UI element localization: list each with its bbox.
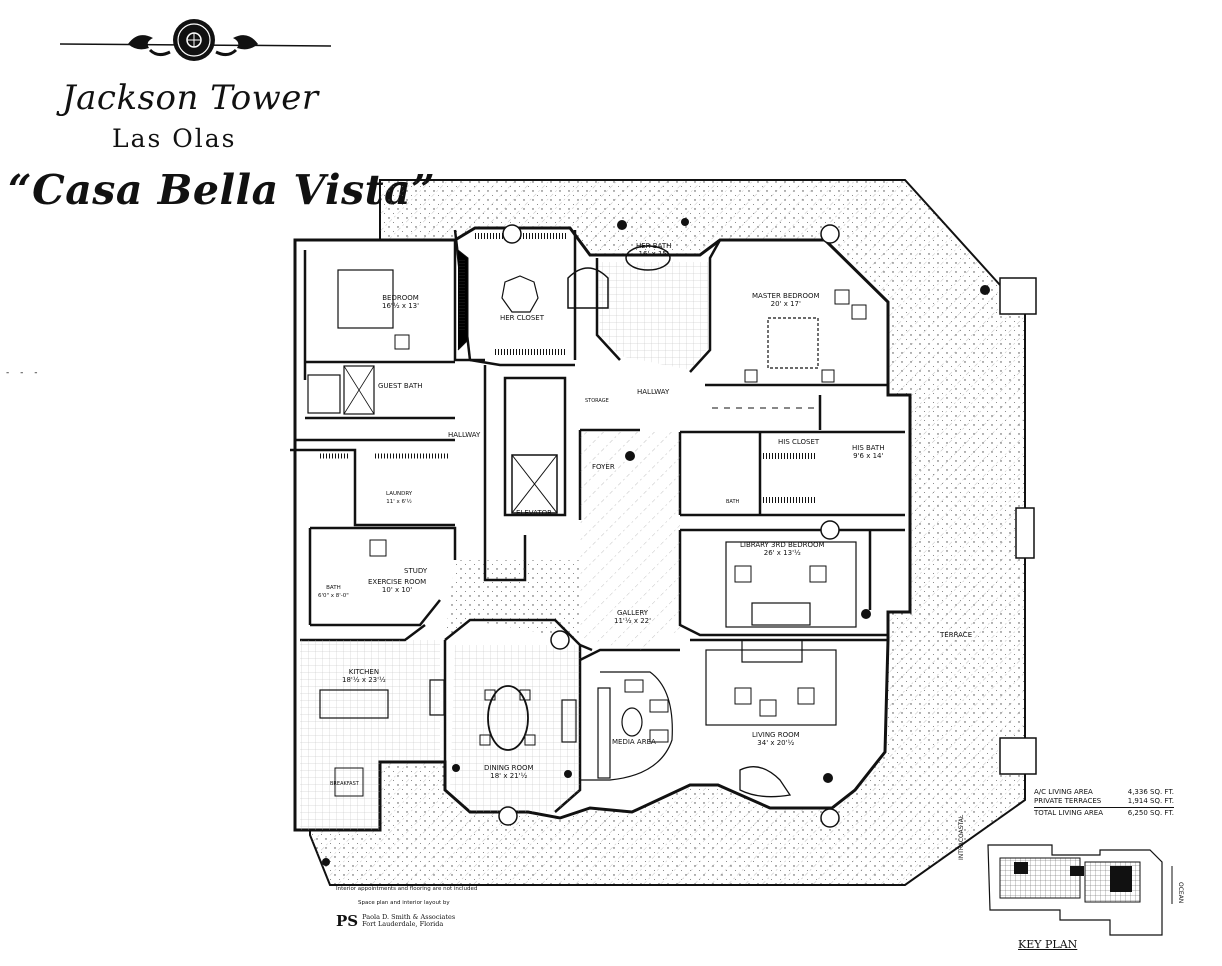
location-name: Las Olas <box>112 124 237 153</box>
room-guest-bath: GUEST BATH <box>378 382 423 390</box>
room-storage: STORAGE <box>585 398 609 404</box>
room-bath-small: BATH <box>726 499 740 505</box>
room-hallway-left: HALLWAY <box>448 431 481 439</box>
disclaimer-note: Interior appointments and flooring are n… <box>336 886 478 906</box>
building-name: Jackson Tower <box>62 78 319 118</box>
edge-mark: - - - <box>6 368 42 378</box>
residence-name: “Casa Bella Vista” <box>8 166 436 214</box>
room-foyer: FOYER <box>592 463 615 471</box>
room-media: MEDIA AREA <box>612 738 656 746</box>
room-study: STUDY <box>404 567 428 575</box>
key-plan-label: KEY PLAN <box>1018 938 1078 951</box>
crest-logo <box>59 19 332 61</box>
terrace-label: TERRACE <box>940 631 973 639</box>
key-plan-east-label: OCEAN <box>1177 882 1184 904</box>
key-plan-map <box>987 844 1173 936</box>
room-his-closet: HIS CLOSET <box>778 438 820 446</box>
room-breakfast: BREAKFAST <box>330 781 359 787</box>
room-elevator: ELEVATOR <box>516 509 552 517</box>
room-her-closet: HER CLOSET <box>500 314 544 322</box>
key-plan-west-label: INTRACOASTAL <box>958 814 965 860</box>
room-hallway-top: HALLWAY <box>637 388 670 396</box>
designer-logo: PS <box>336 912 359 930</box>
